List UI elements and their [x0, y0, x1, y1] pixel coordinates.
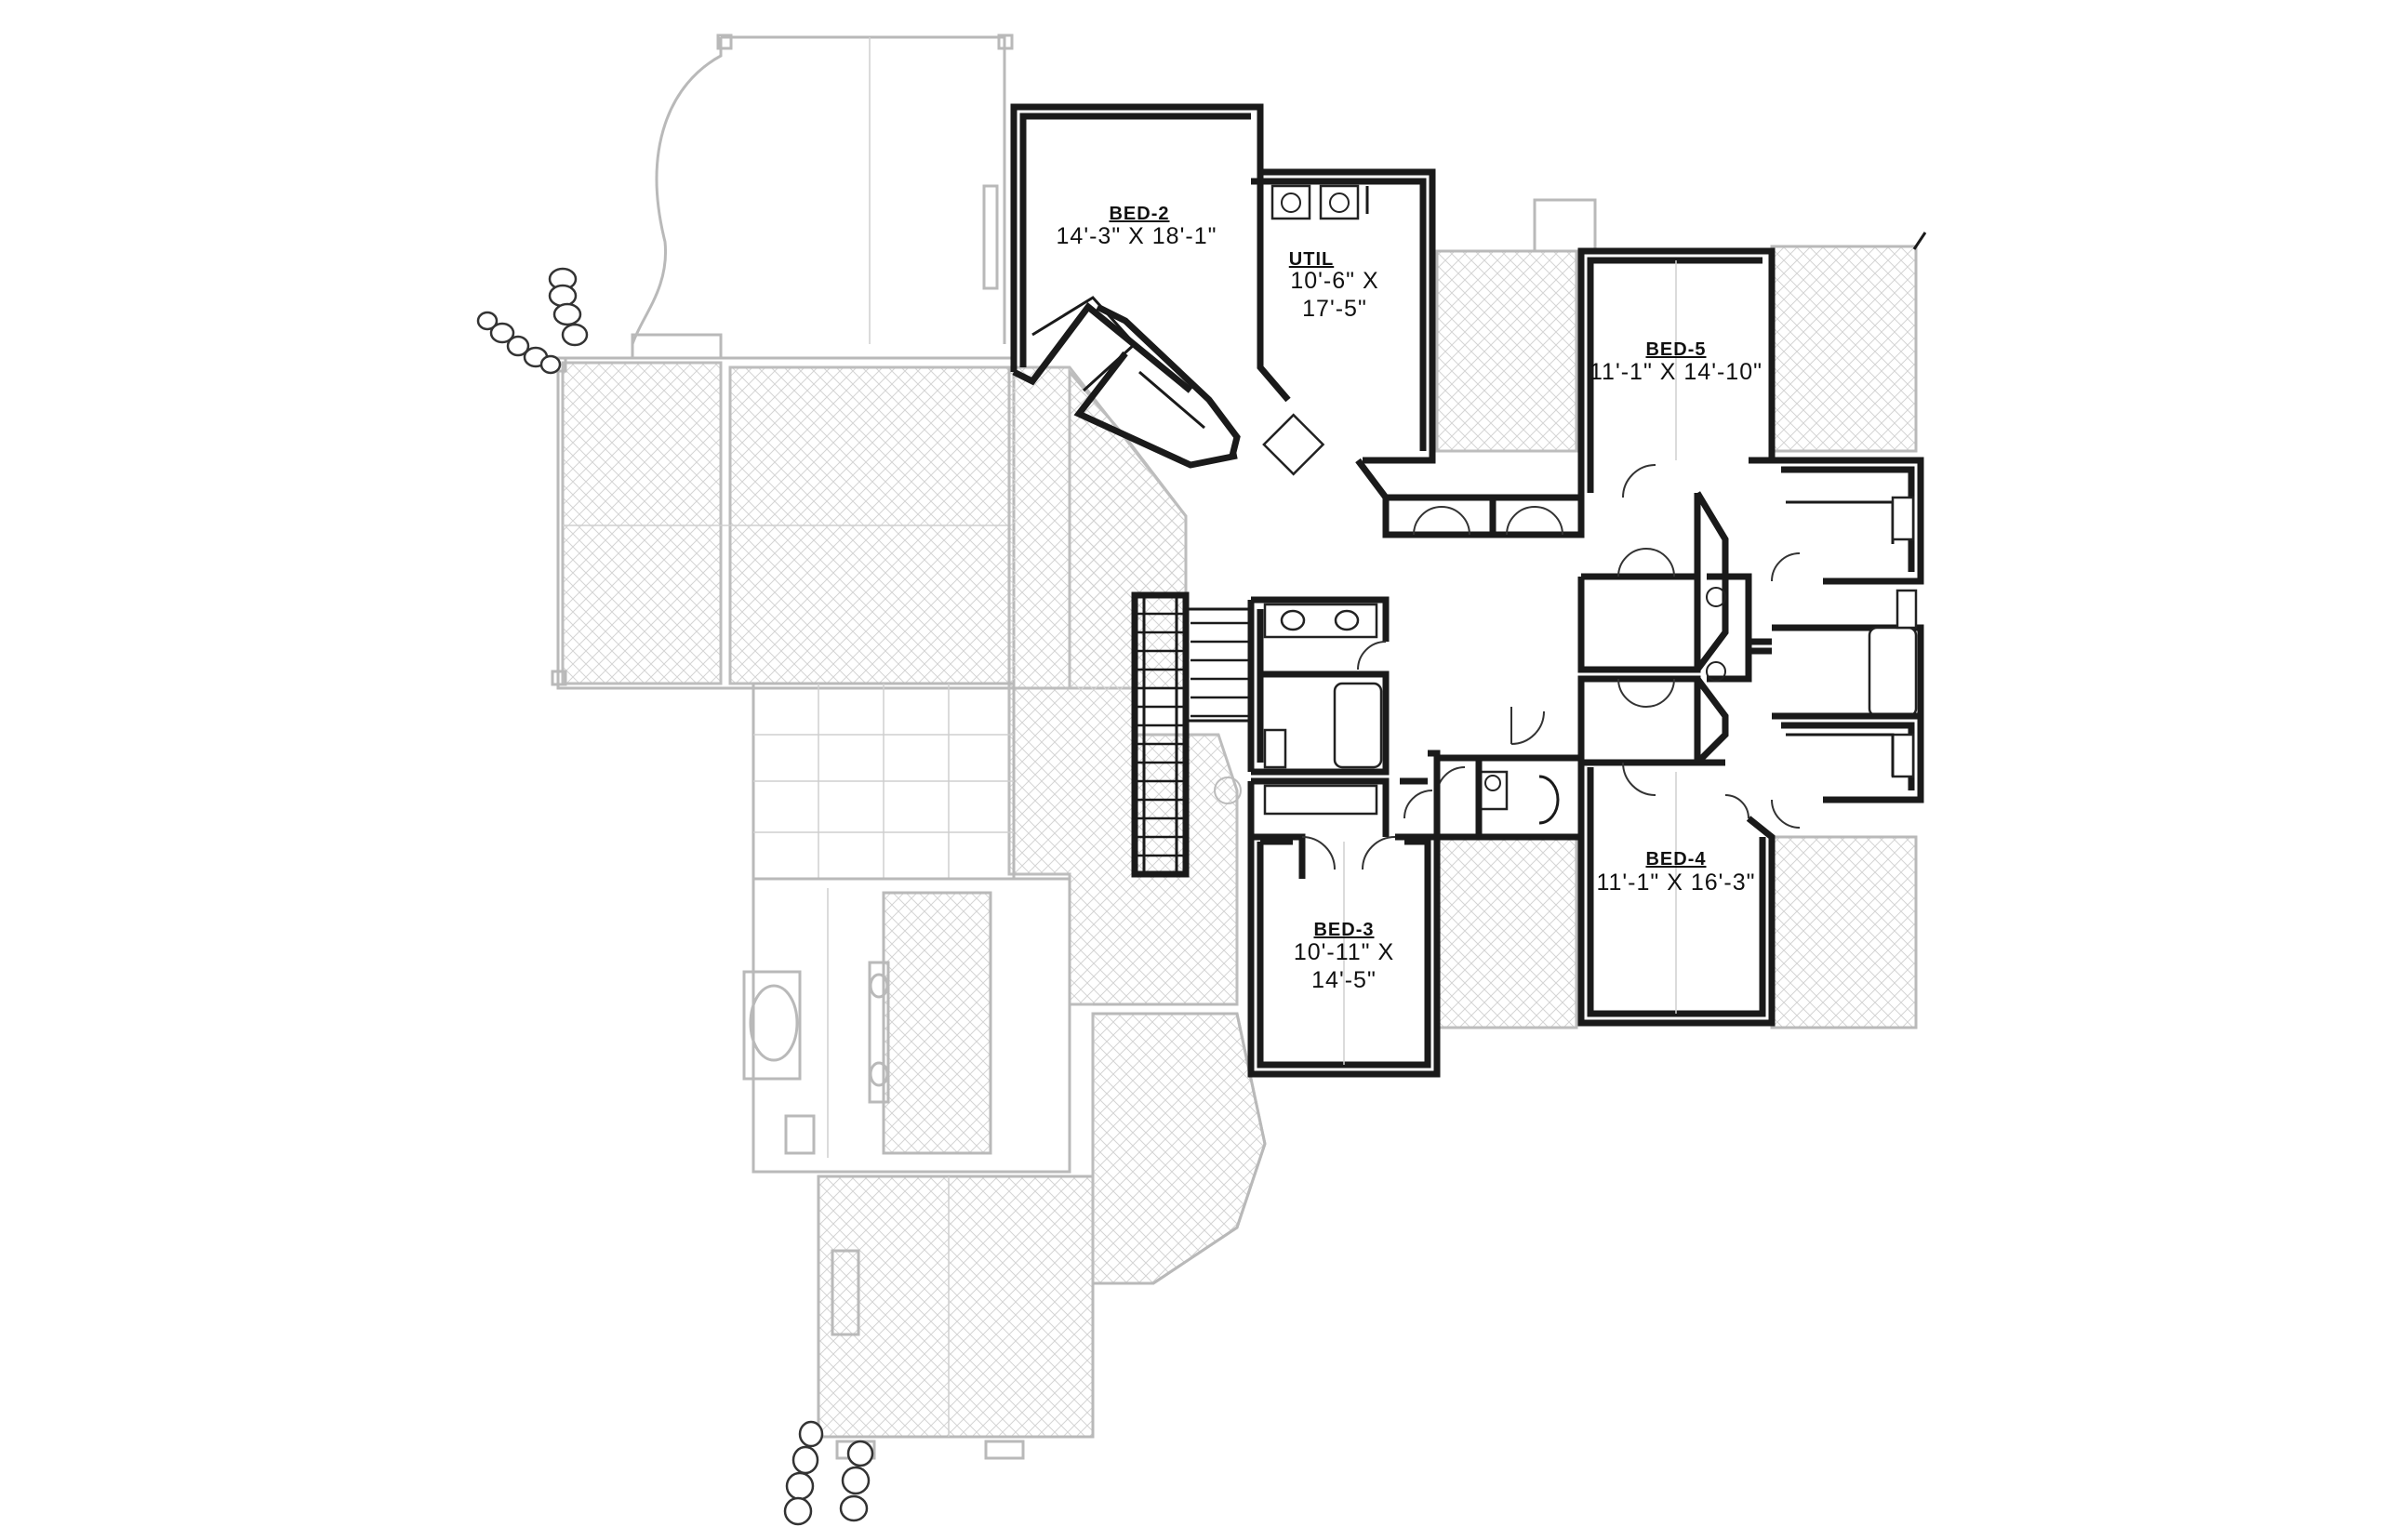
bed4-name: BED-4 [1645, 849, 1706, 870]
ghosted-lower-level [551, 33, 1927, 1460]
bed4-dims: 11'-1" X 16'-3" [1596, 870, 1755, 896]
util-dims-line2: 17'-5" [1302, 296, 1367, 322]
bed3-dims-line2: 14'-5" [1311, 967, 1377, 993]
bed5-dims: 11'-1" X 14'-10" [1590, 359, 1762, 385]
bed5-name: BED-5 [1645, 339, 1706, 360]
bed2-name: BED-2 [1109, 204, 1169, 224]
bed3-dims-line1: 10'-11" X [1294, 939, 1394, 965]
bed2-dims: 14'-3" X 18'-1" [1057, 223, 1217, 249]
room-labels: BED-2 14'-3" X 18'-1" UTIL 10'-6" X 17'-… [1057, 204, 1762, 993]
util-dims-line1: 10'-6" X [1290, 268, 1378, 294]
util-name: UTIL [1289, 249, 1334, 270]
upper-level-walls [1010, 103, 1924, 1078]
bed3-name: BED-3 [1313, 920, 1374, 940]
landscape-rocks [476, 267, 874, 1526]
